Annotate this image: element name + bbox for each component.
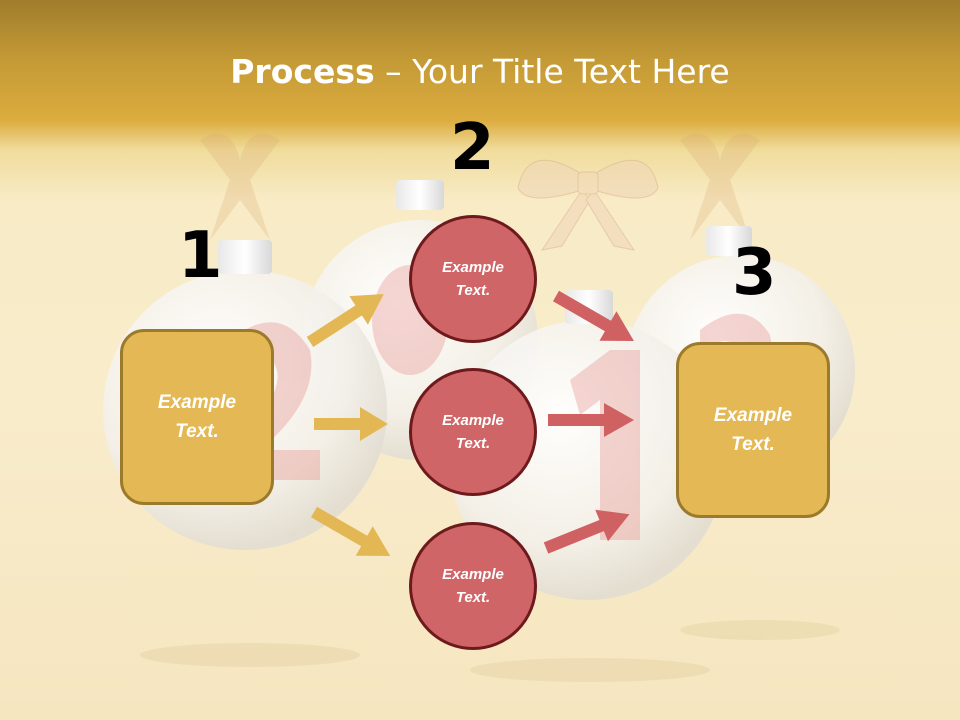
arrow-right-icon	[314, 407, 388, 441]
circle-label-line2: Text.	[455, 589, 491, 606]
box-label-line1: Example	[713, 405, 793, 426]
arrow-right-icon	[548, 403, 634, 437]
box-label-line2: Text.	[175, 421, 219, 442]
circle-label-line1: Example	[442, 566, 504, 583]
circle-label-line1: Example	[442, 259, 504, 276]
circle-label-line2: Text.	[455, 282, 491, 299]
step-number-2: 2	[450, 111, 495, 185]
step-2-circle-bottom[interactable]: Example Text.	[409, 522, 537, 650]
box-label-line1: Example	[157, 392, 237, 413]
arrow-down-right-icon	[311, 506, 391, 556]
step-number-3: 3	[732, 236, 777, 310]
circle-label-line2: Text.	[455, 435, 491, 452]
slide-title: Process – Your Title Text Here	[0, 52, 960, 91]
gold-arrows	[306, 294, 391, 556]
step-3-box[interactable]: Example Text.	[676, 342, 830, 518]
arrow-down-right-icon	[553, 290, 634, 341]
step-2-circle-top[interactable]: Example Text.	[409, 215, 537, 343]
step-number-1: 1	[178, 219, 223, 293]
step-2-circle-middle[interactable]: Example Text.	[409, 368, 537, 496]
circle-label-line1: Example	[442, 412, 504, 429]
title-rest: – Your Title Text Here	[374, 52, 730, 91]
arrow-up-right-icon	[543, 509, 630, 554]
red-arrows	[543, 290, 634, 554]
box-label-line2: Text.	[731, 434, 775, 455]
step-1-box[interactable]: Example Text.	[120, 329, 274, 505]
title-bold: Process	[230, 52, 375, 91]
arrow-up-right-icon	[306, 294, 384, 348]
